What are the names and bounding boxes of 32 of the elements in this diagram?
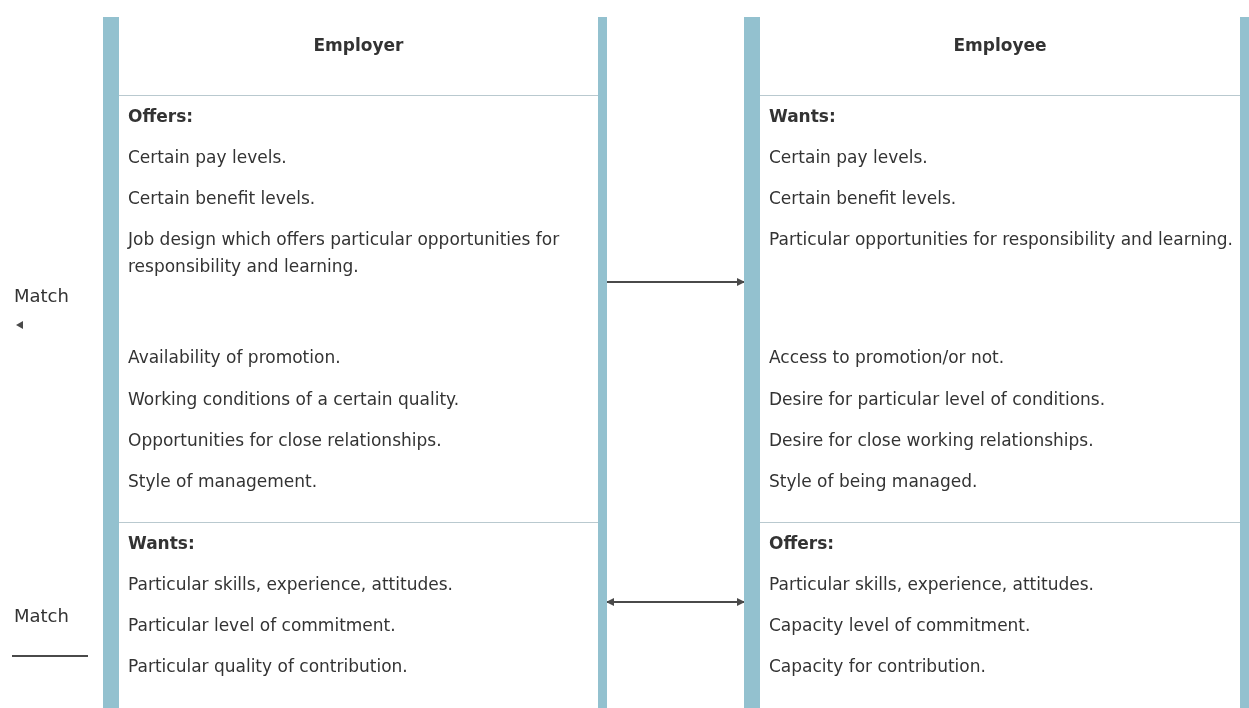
list-item: Working conditions of a certain quality. — [128, 388, 461, 411]
section-heading: Offers: — [769, 532, 836, 555]
list-item: Opportunities for close relationships. — [128, 429, 443, 452]
table-column — [103, 17, 607, 708]
column-heading: Employee — [952, 35, 1048, 55]
list-item: Particular opportunities for responsibility and learning. — [769, 228, 1234, 251]
list-item: Desire for close working relationships. — [769, 429, 1095, 452]
list-item: Particular quality of contribution. — [128, 655, 409, 678]
list-item: Availability of promotion. — [128, 346, 342, 369]
section-heading: Wants: — [769, 105, 837, 128]
side-label: Match — [14, 605, 69, 626]
list-item: Particular level of commitment. — [128, 614, 397, 637]
list-item: Access to promotion/or not. — [769, 346, 1006, 369]
list-item: Capacity for contribution. — [769, 655, 987, 678]
arrow — [606, 278, 745, 286]
list-item: Job design which offers particular opportunities for responsibility and learning. — [128, 228, 561, 278]
list-item: Certain pay levels. — [128, 146, 288, 169]
list-item: Certain pay levels. — [769, 146, 929, 169]
list-item: Capacity level of commitment. — [769, 614, 1032, 637]
section-heading: Offers: — [128, 105, 195, 128]
side-label: Match — [14, 285, 69, 306]
list-item: Particular skills, experience, attitudes. — [769, 573, 1095, 596]
column-heading: Employer — [312, 35, 405, 55]
list-item: Style of being managed. — [769, 470, 979, 493]
section-heading: Wants: — [128, 532, 196, 555]
list-item: Style of management. — [128, 470, 319, 493]
list-item: Certain benefit levels. — [128, 187, 317, 210]
table-column — [744, 17, 1249, 708]
list-item: Certain benefit levels. — [769, 187, 958, 210]
list-item: Desire for particular level of conditions. — [769, 388, 1107, 411]
list-item: Particular skills, experience, attitudes. — [128, 573, 454, 596]
arrow — [606, 598, 745, 606]
